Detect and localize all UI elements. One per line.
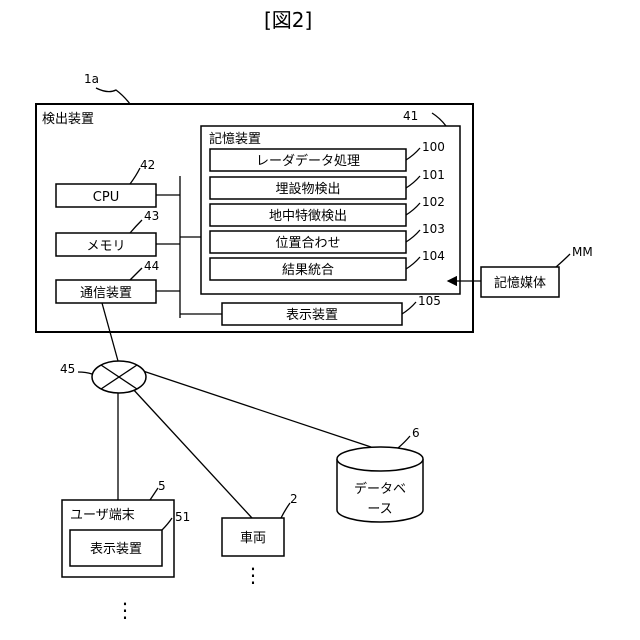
display-label: 表示装置: [286, 308, 338, 323]
database-label-line2: ース: [367, 502, 392, 517]
storage-medium-leader: [556, 254, 570, 267]
vehicle-label: 車両: [240, 531, 266, 546]
terminal-ellipsis: ⋮: [115, 598, 135, 622]
module-ref: 100: [422, 140, 445, 154]
module-label: 位置合わせ: [275, 236, 340, 251]
user-terminal-ref: 5: [158, 479, 166, 493]
network-to-database-line: [140, 370, 374, 448]
module-label: 埋設物検出: [275, 181, 340, 197]
module-ref: 102: [422, 195, 445, 209]
vehicle-ellipsis: ⋮: [243, 563, 263, 587]
display-ref: 105: [418, 294, 441, 308]
storage-medium-ref: MM: [572, 245, 593, 259]
user-terminal-leader: [150, 488, 158, 500]
comm-label: 通信装置: [80, 286, 132, 301]
module-ref: 101: [422, 168, 445, 182]
database-top: [337, 447, 423, 471]
database-label-line1: データベ: [354, 481, 406, 497]
vehicle-leader: [281, 503, 290, 518]
network-leader: [78, 372, 92, 374]
storage-medium-label: 記憶媒体: [494, 275, 546, 291]
storage-label: 記憶装置: [209, 131, 261, 147]
detector-label: 検出装置: [42, 112, 94, 127]
network-to-vehicle-line: [132, 388, 252, 518]
module-ref: 104: [422, 249, 445, 263]
database-leader: [398, 436, 410, 448]
detector-ref: 1a: [84, 72, 99, 86]
cpu-label: CPU: [93, 190, 119, 205]
terminal-display-ref: 51: [175, 510, 190, 524]
module-label: 結果統合: [282, 263, 334, 278]
memory-label: メモリ: [86, 239, 125, 254]
database-ref: 6: [412, 426, 420, 440]
module-label: 地中特徴検出: [269, 209, 347, 224]
user-terminal-label: ユーザ端末: [70, 508, 135, 523]
module-ref: 103: [422, 222, 445, 236]
storage-ref: 41: [403, 109, 418, 123]
comm-ref: 44: [144, 259, 159, 273]
memory-ref: 43: [144, 209, 159, 223]
detector-leader: [96, 88, 130, 104]
network-ref: 45: [60, 362, 75, 376]
vehicle-ref: 2: [290, 492, 298, 506]
terminal-display-label: 表示装置: [90, 542, 142, 557]
module-label: レーダデータ処理: [256, 153, 360, 169]
cpu-ref: 42: [140, 158, 155, 172]
figure-title: [図2]: [264, 8, 312, 32]
